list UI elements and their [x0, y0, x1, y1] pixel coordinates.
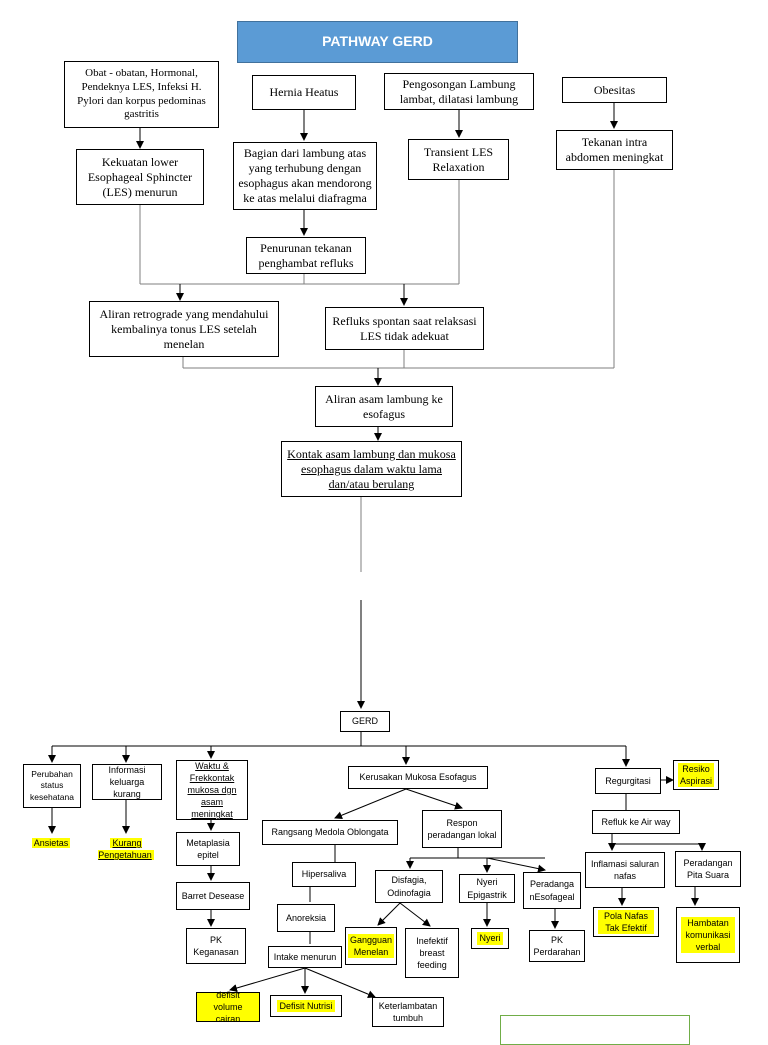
connector-lines [48, 103, 706, 999]
resiko-aspirasi-box: ResikoAspirasi [673, 760, 719, 790]
defisit-nutrisi-diagnosis: Defisit Nutrisi [277, 999, 335, 1013]
inefektif-box: Inefektif breast feeding [405, 928, 459, 978]
barret-box: Barret Desease [176, 882, 250, 910]
pk-perdarahan-box: PK Perdarahan [529, 930, 585, 962]
pola-nafas-diagnosis: Pola Nafas Tak Efektif [598, 909, 654, 935]
legend-box [500, 1015, 690, 1045]
ansietas-label: Ansietas [24, 837, 78, 849]
hambatan-komunikasi-diagnosis: Hambatan komunikasi verbal [681, 916, 735, 954]
peradangan-esofageal-box: Peradanga nEsofageal [523, 872, 581, 909]
page-title: PATHWAY GERD [237, 21, 518, 63]
tekanan-abdomen-box: Tekanan intra abdomen meningkat [556, 130, 673, 170]
nyeri-box: Nyeri [471, 928, 509, 949]
kerusakan-mukosa-box: Kerusakan Mukosa Esofagus [348, 766, 488, 789]
gangguan-menelan-box: Gangguan Menelan [345, 927, 397, 965]
aliran-retrograde-box: Aliran retrograde yang mendahului kembal… [89, 301, 279, 357]
rangsang-medola-box: Rangsang Medola Oblongata [262, 820, 398, 845]
nyeri-diagnosis: Nyeri [477, 932, 503, 945]
metaplasia-box: Metaplasia epitel [176, 832, 240, 866]
hambatan-komunikasi-box: Hambatan komunikasi verbal [676, 907, 740, 963]
kontak-asam-box: Kontak asam lambung dan mukosa esophagus… [281, 441, 462, 497]
defisit-volume-diagnosis: defisit volume cairan [196, 990, 260, 1024]
perubahan-status-box: Perubahan status kesehatana [23, 764, 81, 808]
hipersaliva-box: Hipersaliva [292, 862, 356, 887]
refluk-airway-box: Refluk ke Air way [592, 810, 680, 834]
defisit-nutrisi-box: Defisit Nutrisi [270, 995, 342, 1017]
transient-les-box: Transient LES Relaxation [408, 139, 509, 180]
bagian-lambung-box: Bagian dari lambung atas yang terhubung … [233, 142, 377, 210]
disfagia-box: Disfagia, Odinofagia [375, 870, 443, 903]
gangguan-menelan-diagnosis: Gangguan Menelan [347, 933, 395, 959]
regurgitasi-box: Regurgitasi [595, 768, 661, 794]
penurunan-tekanan-box: Penurunan tekanan penghambat refluks [246, 237, 366, 274]
refluks-spontan-box: Refluks spontan saat relaksasi LES tidak… [325, 307, 484, 350]
pk-keganasan-box: PK Keganasan [186, 928, 246, 964]
peradangan-pita-box: Peradangan Pita Suara [675, 851, 741, 887]
nyeri-epigastrik-box: Nyeri Epigastrik [459, 874, 515, 903]
cause-pengosongan-box: Pengosongan Lambung lambat, dilatasi lam… [384, 73, 534, 110]
inflamasi-box: Inflamasi saluran nafas [585, 852, 665, 888]
cause-obesitas-box: Obesitas [562, 77, 667, 103]
ansietas-diagnosis: Ansietas [31, 838, 71, 848]
waktu-frek-box: Waktu & Frekkontak mukosa dgn asam menin… [176, 760, 248, 820]
cause-hernia-box: Hernia Heatus [252, 75, 356, 110]
cause-obat-box: Obat - obatan, Hormonal, Pendeknya LES, … [64, 61, 219, 128]
pola-nafas-box: Pola Nafas Tak Efektif [593, 907, 659, 937]
intake-menurun-box: Intake menurun [268, 946, 342, 968]
keterlambatan-box: Keterlambatan tumbuh [372, 997, 444, 1027]
anoreksia-box: Anoreksia [277, 904, 335, 932]
respon-peradangan-box: Respon peradangan lokal [422, 810, 502, 848]
kurang-pengetahuan-diagnosis: Kurang Pengetahuan [98, 838, 154, 861]
resiko-aspirasi-diagnosis: ResikoAspirasi [678, 762, 714, 788]
kurang-pengetahuan-label: Kurang Pengetahuan [96, 837, 156, 861]
informasi-keluarga-box: Informasi keluarga kurang [92, 764, 162, 800]
gerd-box: GERD [340, 711, 390, 732]
kekuatan-les-box: Kekuatan lower Esophageal Sphincter (LES… [76, 149, 204, 205]
aliran-asam-box: Aliran asam lambung ke esofagus [315, 386, 453, 427]
